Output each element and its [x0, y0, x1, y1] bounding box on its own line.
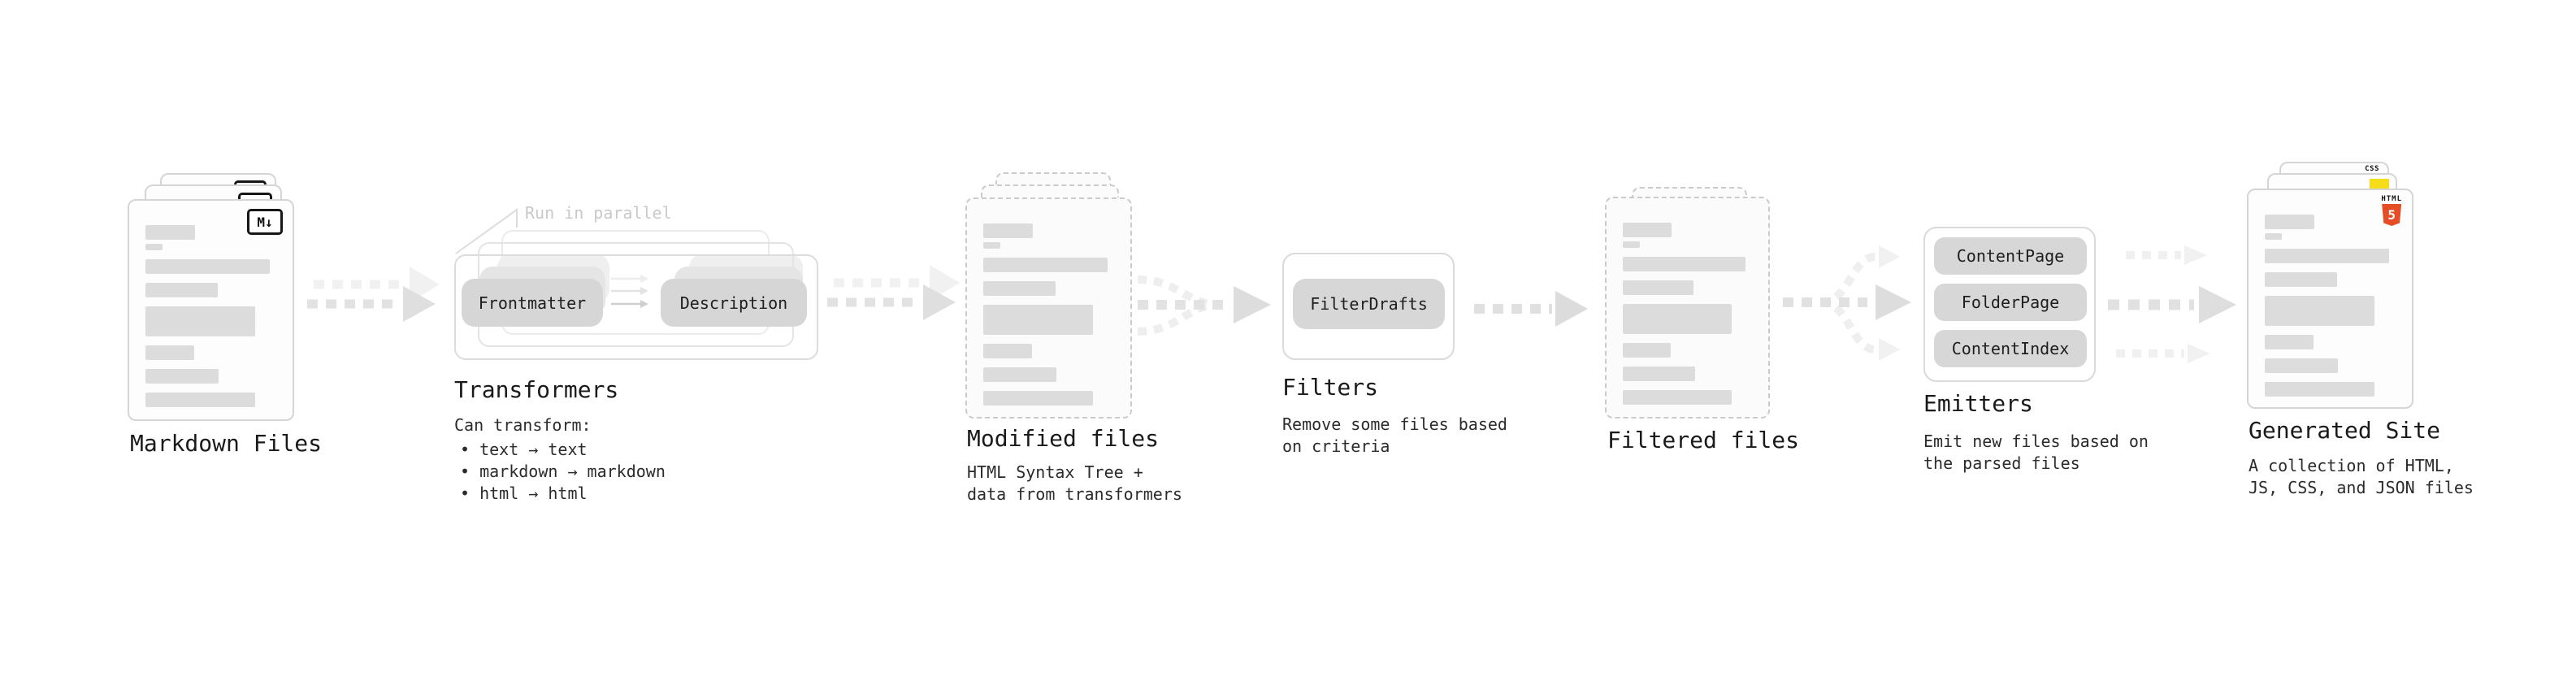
generated-doc-front: HTML 5 — [2247, 189, 2413, 409]
emitter-pill-contentpage: ContentPage — [1934, 237, 2087, 275]
doc-line — [2265, 382, 2375, 397]
html5-icon: HTML 5 — [2381, 195, 2402, 226]
js-icon — [2370, 179, 2389, 189]
emitter-pill-contentindex: ContentIndex — [1934, 330, 2087, 367]
doc-line — [2265, 335, 2314, 349]
doc-line — [983, 344, 1032, 358]
doc-line — [983, 242, 1000, 249]
transformers-bullet: • markdown → markdown — [460, 462, 666, 481]
doc-line — [983, 367, 1057, 382]
doc-line — [1623, 343, 1671, 358]
doc-line — [145, 244, 163, 250]
doc-line — [1623, 390, 1732, 405]
doc-line — [145, 306, 256, 336]
filtered-files-heading: Filtered files — [1607, 427, 1800, 453]
doc-line — [2265, 249, 2389, 263]
doc-line — [145, 283, 218, 297]
doc-line — [145, 369, 219, 384]
doc-line — [145, 259, 270, 274]
doc-line — [2265, 215, 2315, 229]
doc-line — [2265, 358, 2339, 373]
arrow-modified-to-filters — [1137, 275, 1271, 336]
doc-line — [145, 345, 194, 360]
doc-placeholder-lines — [983, 223, 1114, 406]
modified-files-description: HTML Syntax Tree + — [967, 462, 1143, 482]
description-pill: Description — [661, 279, 807, 327]
transformers-bullet: • html → html — [460, 484, 588, 503]
arrow-markdown-to-transformers — [307, 267, 440, 322]
doc-line — [145, 393, 256, 407]
markdown-doc-front: M↓ — [128, 199, 294, 421]
arrow-filtered-to-emitters — [1783, 245, 1911, 361]
markdown-files-label: Markdown Files — [130, 430, 323, 457]
frontmatter-pill: Frontmatter — [462, 279, 603, 327]
html5-icon-word: HTML — [2381, 195, 2402, 203]
html5-icon-five: 5 — [2387, 206, 2396, 223]
run-in-parallel-note: Run in parallel — [525, 203, 672, 223]
doc-line — [1623, 280, 1694, 295]
transformers-bullet: • text → text — [460, 440, 588, 459]
doc-line — [983, 223, 1034, 238]
markdown-icon: M↓ — [247, 209, 283, 235]
doc-line — [2265, 272, 2337, 287]
doc-line — [2265, 296, 2375, 326]
doc-line — [983, 258, 1108, 272]
arrow-transformers-to-modified — [827, 265, 960, 320]
transformer-layer-front — [454, 254, 818, 360]
filters-description: Remove some files based — [1282, 414, 1507, 434]
doc-line — [1623, 367, 1696, 381]
filters-description: on criteria — [1282, 436, 1390, 456]
emitter-pill-folderpage: FolderPage — [1934, 284, 2087, 321]
doc-placeholder-lines — [1623, 223, 1752, 405]
filtered-doc-front — [1605, 197, 1770, 419]
doc-placeholder-lines — [2265, 215, 2396, 397]
transformers-heading: Transformers — [454, 376, 619, 403]
modified-doc-front — [965, 197, 1132, 419]
doc-line — [1623, 304, 1732, 334]
doc-line — [2265, 233, 2282, 240]
doc-line — [983, 305, 1094, 335]
css-icon-label: CSS — [2365, 165, 2379, 173]
generated-site-description: A collection of HTML, — [2249, 456, 2454, 475]
filterdrafts-pill: FilterDrafts — [1293, 279, 1445, 329]
doc-line — [145, 225, 196, 240]
filters-heading: Filters — [1282, 374, 1379, 401]
doc-line — [1623, 241, 1640, 248]
arrow-emitters-to-generated — [2108, 245, 2236, 363]
run-in-parallel-leader-line — [455, 208, 518, 254]
generated-site-description: JS, CSS, and JSON files — [2249, 478, 2474, 497]
transformers-subheading: Can transform: — [454, 415, 592, 435]
html5-icon-shield: 5 — [2382, 204, 2402, 226]
modified-files-description: data from transformers — [967, 484, 1182, 504]
emitters-heading: Emitters — [1923, 390, 2033, 417]
doc-line — [1623, 257, 1746, 271]
emitters-description: Emit new files based on — [1923, 432, 2149, 451]
arrow-filters-to-filtered — [1474, 291, 1588, 327]
transformer-inner-arrows — [611, 275, 648, 308]
doc-placeholder-lines — [145, 225, 276, 407]
doc-line — [983, 391, 1094, 406]
modified-files-heading: Modified files — [967, 425, 1160, 452]
generated-site-heading: Generated Site — [2249, 417, 2441, 444]
doc-line — [983, 281, 1056, 296]
emitters-description: the parsed files — [1923, 453, 2080, 473]
doc-line — [1623, 223, 1672, 237]
